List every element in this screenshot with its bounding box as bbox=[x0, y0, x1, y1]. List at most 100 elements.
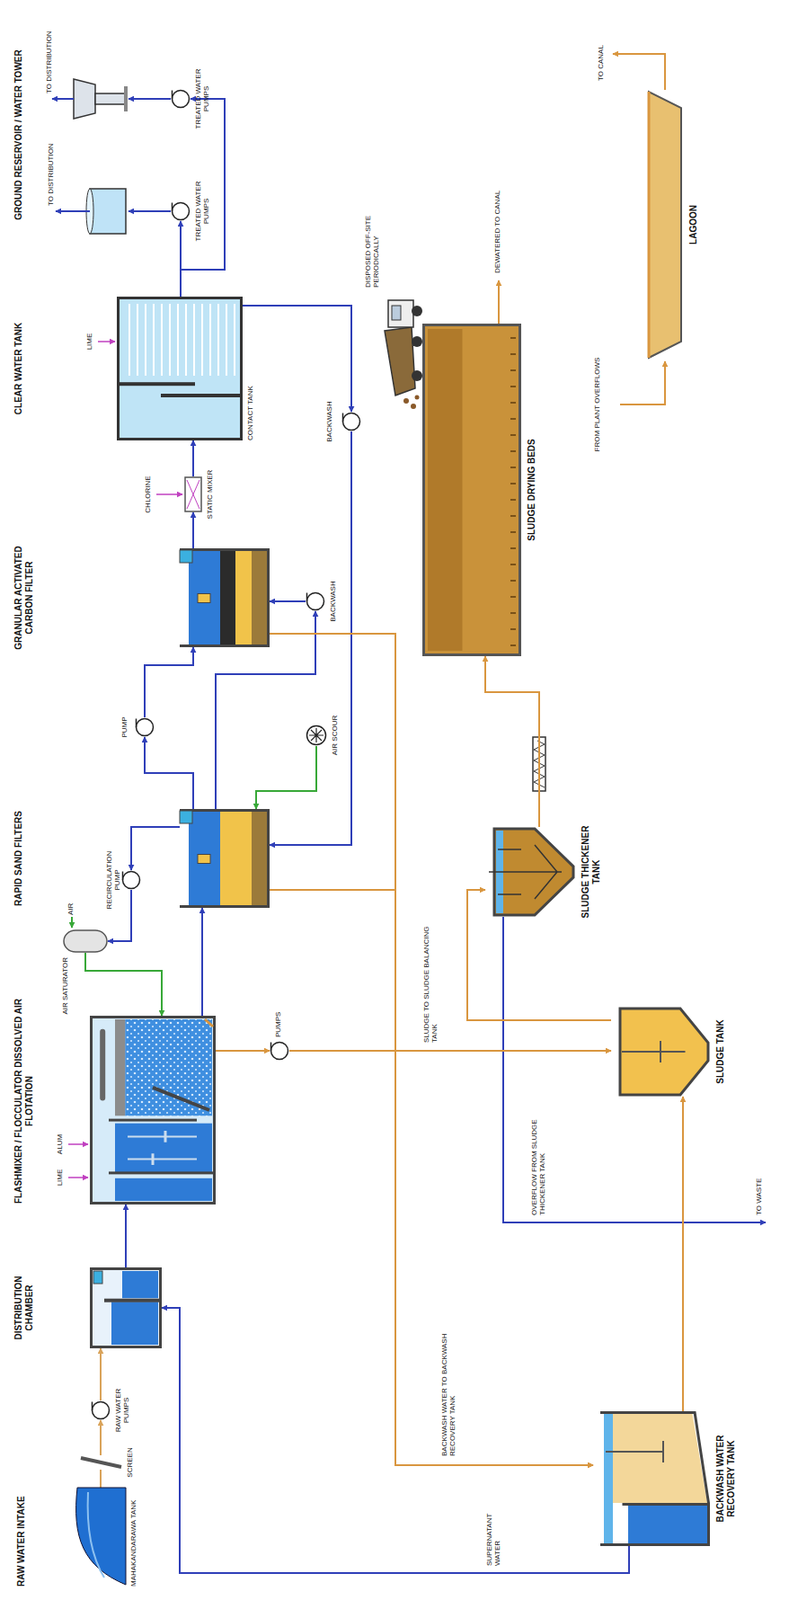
pump-symbol: RECIRCULATION PUMP bbox=[121, 869, 142, 890]
lagoon: LAGOON bbox=[647, 89, 683, 360]
outlet-label: TO WASTE bbox=[754, 1161, 763, 1215]
flow-line bbox=[289, 1049, 612, 1052]
unit-heading: GROUND RESERVOIR / WATER TOWER bbox=[13, 44, 25, 225]
flow-label: BACKWASH WATER TO BACKWASH RECOVERY TANK bbox=[440, 1319, 457, 1458]
flow-line bbox=[256, 745, 317, 809]
dosing-label: ALUM bbox=[55, 1128, 64, 1160]
flow-line bbox=[192, 440, 195, 477]
unit-label: CONTACT TANK bbox=[246, 350, 255, 441]
intake-tank-outline bbox=[71, 1487, 126, 1587]
thickener-tank: SLUDGE THICKENER TANK bbox=[485, 826, 576, 917]
unit-label: AIR SATURATOR bbox=[61, 957, 70, 1043]
unit-heading: SLUDGE TANK bbox=[715, 1006, 727, 1097]
air-saturator-outline bbox=[62, 929, 108, 953]
flow-line bbox=[242, 305, 352, 412]
pump-symbol-outline bbox=[341, 411, 362, 432]
daf-unit-outline bbox=[89, 1015, 216, 1205]
outlet-label: TO CANAL bbox=[596, 17, 605, 81]
static-mixer-outline bbox=[184, 476, 203, 513]
unit-label: BACKWASH bbox=[328, 574, 337, 629]
pump-symbol-outline bbox=[90, 1400, 111, 1420]
unit-label: RAW WATER PUMPS bbox=[114, 1382, 131, 1438]
pump-symbol: TREATED WATER PUMPS bbox=[170, 201, 191, 222]
flow-line bbox=[269, 889, 594, 1465]
unit-heading: SLUDGE THICKENER TANK bbox=[580, 817, 602, 926]
recovery-tank: BACKWASH WATER RECOVERY TANK bbox=[593, 1410, 710, 1546]
unit-heading: FLASHMIXER / FLOCCULATOR DISSOLVED AIR F… bbox=[13, 997, 35, 1205]
pump-symbol: PUMPS bbox=[269, 1040, 290, 1061]
blower-symbol: AIR SCOUR bbox=[305, 724, 328, 746]
lagoon-outline bbox=[647, 89, 683, 360]
flow-line bbox=[99, 1469, 102, 1488]
dosing-label: LIME bbox=[85, 323, 94, 360]
ground-reservoir bbox=[86, 188, 126, 234]
flow-line bbox=[99, 1419, 102, 1455]
pump-symbol-outline bbox=[305, 591, 326, 612]
air-line bbox=[70, 916, 73, 928]
carbon-filter: GRANULAR ACTIVATED CARBON FILTER bbox=[179, 548, 270, 648]
unit-label: TREATED WATER PUMPS bbox=[194, 65, 211, 133]
unit-label: BACKWASH bbox=[325, 393, 334, 450]
unit-label: PUMP bbox=[120, 704, 129, 750]
pump-symbol: PUMP bbox=[134, 717, 155, 737]
flow-line bbox=[485, 656, 540, 827]
unit-label: SCREEN bbox=[125, 1441, 134, 1483]
flow-line bbox=[180, 98, 225, 297]
dump-truck bbox=[384, 300, 423, 409]
unit-label: AIR SCOUR bbox=[330, 708, 339, 763]
unit-heading: LAGOON bbox=[688, 89, 700, 360]
sand-filter-outline bbox=[179, 808, 270, 908]
flow-line bbox=[192, 512, 195, 549]
unit-heading: RAPID SAND FILTERS bbox=[13, 808, 25, 908]
flow-line bbox=[215, 1049, 270, 1052]
unit-heading: CLEAR WATER TANK bbox=[13, 296, 25, 441]
pump-symbol: BACKWASH bbox=[305, 591, 326, 612]
unit-heading: SLUDGE DRYING BEDS bbox=[526, 323, 538, 657]
flow-line bbox=[161, 1307, 630, 1573]
air-saturator: AIR SATURATOR bbox=[62, 929, 108, 953]
pump-symbol-outline bbox=[134, 717, 155, 737]
thickener-tank-outline bbox=[485, 826, 576, 917]
distribution-chamber: DISTRIBUTION CHAMBER bbox=[89, 1267, 162, 1348]
flow-line bbox=[269, 600, 306, 603]
pump-symbol-outline bbox=[269, 1040, 290, 1061]
drying-beds: SLUDGE DRYING BEDS bbox=[422, 323, 522, 657]
flow-line bbox=[201, 907, 204, 1016]
screen-symbol-outline bbox=[80, 1454, 122, 1470]
clear-water-tank: CLEAR WATER TANKCONTACT TANK bbox=[116, 296, 243, 441]
unit-heading: DISTRIBUTION CHAMBER bbox=[13, 1258, 35, 1357]
drying-beds-outline bbox=[422, 323, 522, 657]
sludge-tank-outline bbox=[611, 1006, 710, 1097]
recovery-tank-outline bbox=[593, 1410, 710, 1546]
flow-line bbox=[131, 826, 180, 870]
carbon-filter-outline bbox=[179, 548, 270, 648]
pump-symbol-outline bbox=[121, 869, 142, 890]
intake-tank: RAW WATER INTAKEMAHAKANDARAWA TANK bbox=[71, 1487, 126, 1587]
sludge-discharge-lines bbox=[498, 53, 665, 405]
blower-symbol-outline bbox=[305, 724, 328, 746]
air-label: AIR bbox=[66, 892, 75, 915]
flow-label: OVERFLOW FROM SLUDGE THICKENER TANK bbox=[530, 1107, 547, 1215]
outlet-label: DEWATERED TO CANAL bbox=[493, 165, 502, 274]
unit-heading: BACKWASH WATER RECOVERY TANK bbox=[715, 1410, 736, 1546]
unit-heading: RAW WATER INTAKE bbox=[16, 1469, 27, 1587]
screen-symbol: SCREEN bbox=[80, 1454, 122, 1470]
daf-unit: FLASHMIXER / FLOCCULATOR DISSOLVED AIR F… bbox=[89, 1015, 216, 1205]
clear-water-tank-outline bbox=[116, 296, 243, 441]
unit-label: MAHAKANDARAWA TANK bbox=[129, 1460, 138, 1587]
pump-symbol: TREATED WATER PUMPS bbox=[170, 88, 191, 109]
dosing-label: CHLORINE bbox=[143, 467, 152, 522]
flow-line bbox=[269, 431, 352, 845]
distribution-chamber-outline bbox=[89, 1267, 162, 1348]
flow-line bbox=[144, 647, 194, 718]
unit-heading: GRANULAR ACTIVATED CARBON FILTER bbox=[13, 539, 35, 657]
pump-symbol: RAW WATER PUMPS bbox=[90, 1400, 111, 1420]
flow-line bbox=[144, 736, 194, 809]
flow-line bbox=[269, 633, 594, 1465]
flow-line bbox=[682, 1096, 684, 1411]
flow-label: SUPERNATANT WATER bbox=[485, 1491, 502, 1568]
outlet-label: TO DISTRIBUTION bbox=[44, 8, 54, 94]
flow-line bbox=[99, 1347, 102, 1401]
outlet-label: TO DISTRIBUTION bbox=[46, 120, 55, 206]
